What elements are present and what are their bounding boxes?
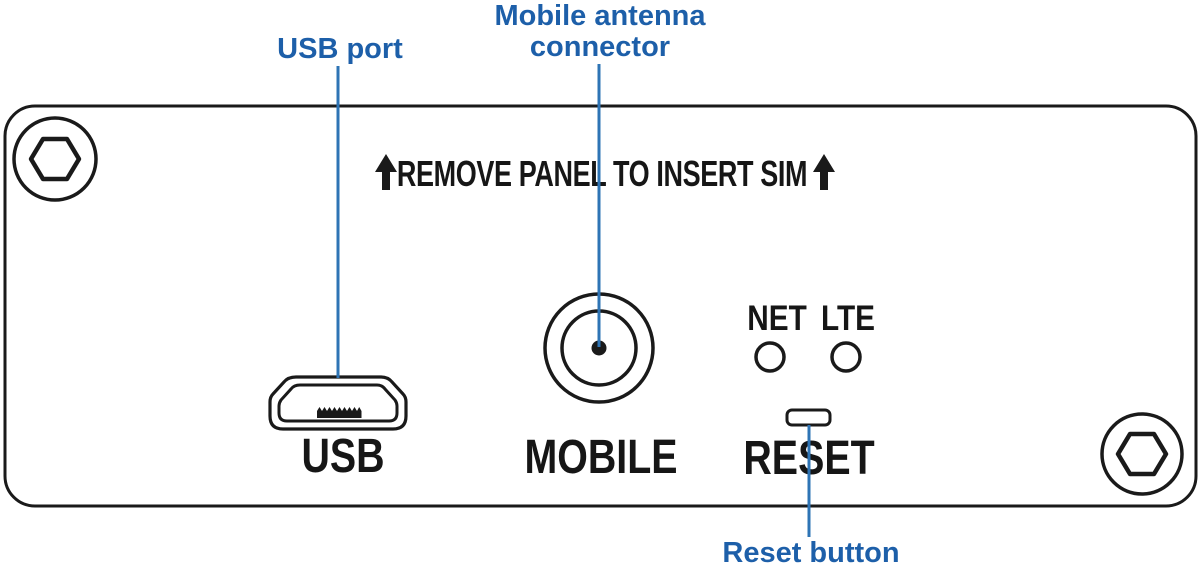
usb-port-text: USB	[292, 433, 393, 481]
reset-label: RESET	[743, 432, 875, 485]
lte-led-label: LTE	[821, 299, 875, 338]
reset-hole-icon	[785, 408, 832, 427]
reset-text: RESET	[729, 435, 889, 483]
usb-port-annotation: USB port	[277, 33, 403, 65]
mobile-antenna-annotation: Mobile antenna connector	[494, 0, 706, 63]
reset-button-annotation: Reset button	[722, 537, 900, 567]
lte-led-text: LTE	[816, 301, 880, 336]
micro-usb-connector-icon	[268, 375, 408, 431]
lte-led-indicator-icon	[830, 341, 862, 373]
sim-notice-text: REMOVE PANEL TO INSERT SIM	[328, 156, 875, 192]
antenna-connector-icon	[543, 292, 655, 404]
net-led-text: NET	[742, 301, 812, 336]
hex-screw-icon	[12, 116, 98, 202]
sim-notice-label: REMOVE PANEL TO INSERT SIM	[396, 153, 808, 194]
hex-screw-icon	[1100, 412, 1184, 496]
mobile-port-label: MOBILE	[524, 431, 678, 484]
net-led-indicator-icon	[754, 341, 786, 373]
mobile-port-text: MOBILE	[508, 434, 695, 482]
usb-port-label: USB	[301, 430, 385, 483]
net-led-label: NET	[747, 299, 807, 338]
